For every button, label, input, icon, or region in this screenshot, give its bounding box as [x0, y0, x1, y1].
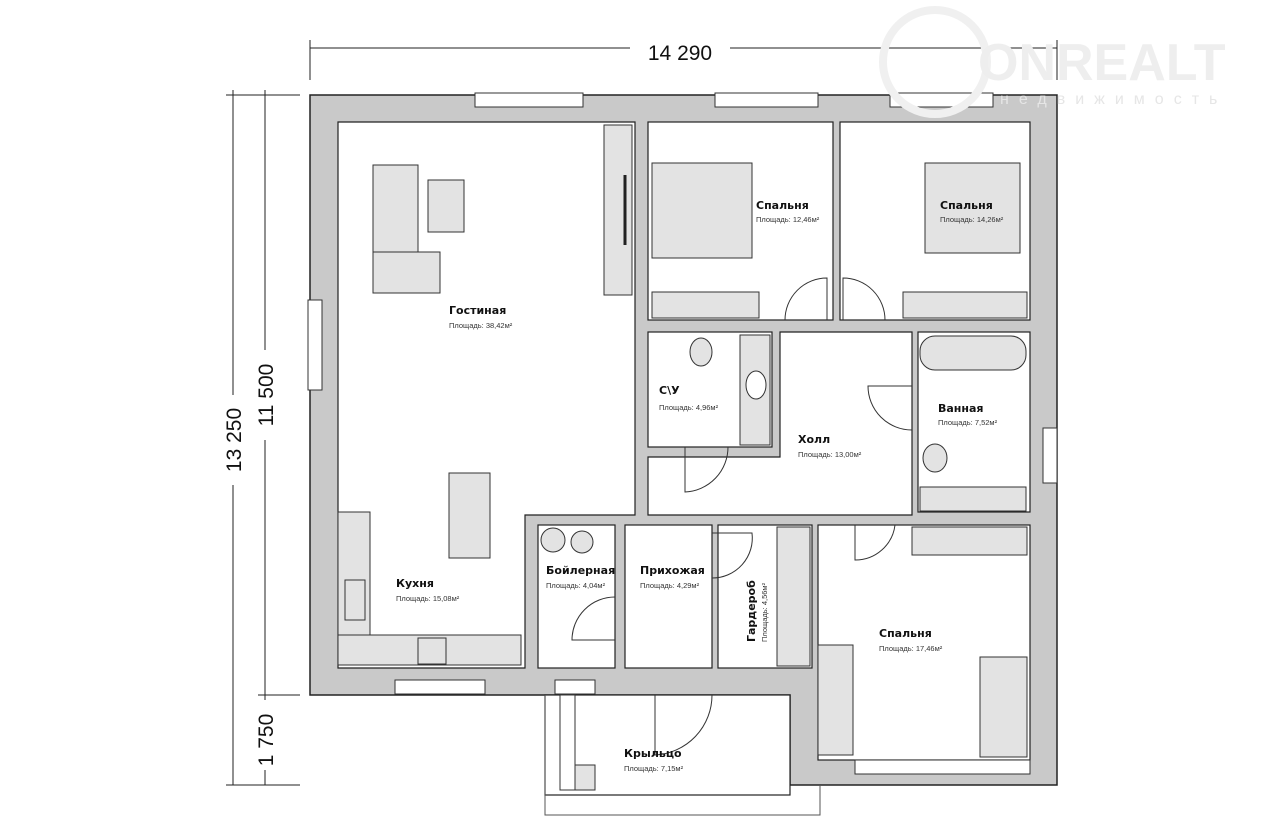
toilet-2 [922, 443, 948, 473]
boiler [540, 527, 566, 553]
svg-text:Площадь: 38,42м²: Площадь: 38,42м² [449, 321, 513, 330]
dining-table [448, 472, 491, 559]
svg-text:Площадь: 13,00м²: Площадь: 13,00м² [798, 450, 862, 459]
toilet-1 [689, 337, 713, 367]
room-label-wc: С\У Площадь: 4,96м² [659, 384, 719, 412]
bed-2 [924, 162, 1021, 254]
svg-text:1 750: 1 750 [255, 714, 278, 767]
svg-text:Прихожая: Прихожая [640, 564, 705, 577]
armchair [427, 179, 465, 233]
svg-text:С\У: С\У [659, 384, 680, 397]
room-entry [624, 524, 713, 669]
svg-text:Бойлерная: Бойлерная [546, 564, 615, 577]
dimension-main-depth: 11 500 1 750 [252, 90, 300, 785]
svg-text:13 250: 13 250 [223, 408, 246, 472]
tv-cabinet [603, 124, 633, 296]
wardrobe-rack [776, 526, 811, 667]
svg-text:Ванная: Ванная [938, 402, 984, 415]
furniture [337, 124, 1028, 758]
room-hall [647, 331, 913, 516]
svg-text:Площадь: 4,96м²: Площадь: 4,96м² [659, 403, 719, 412]
dimension-total-depth: 13 250 [220, 90, 300, 786]
svg-text:Спальня: Спальня [879, 627, 932, 640]
svg-text:Площадь: 12,46м²: Площадь: 12,46м² [756, 215, 820, 224]
svg-text:ONREALT: ONREALT [978, 34, 1226, 92]
bed-1 [651, 162, 753, 259]
svg-text:Гостиная: Гостиная [449, 304, 506, 317]
svg-text:Площадь: 15,08м²: Площадь: 15,08м² [396, 594, 460, 603]
svg-text:Площадь: 17,46м²: Площадь: 17,46м² [879, 644, 943, 653]
watermark-logo: ONREALT недвижимость [879, 6, 1227, 118]
closet-1 [651, 291, 760, 319]
svg-text:Холл: Холл [798, 433, 830, 446]
svg-text:11 500: 11 500 [255, 364, 278, 427]
doors [571, 277, 913, 756]
svg-text:Спальня: Спальня [756, 199, 809, 212]
porch [544, 694, 821, 816]
svg-text:Площадь: 4,56м²: Площадь: 4,56м² [760, 582, 769, 642]
svg-text:Площадь: 7,15м²: Площадь: 7,15м² [624, 764, 684, 773]
svg-text:Площадь: 7,52м²: Площадь: 7,52м² [938, 418, 998, 427]
svg-text:Площадь: 4,04м²: Площадь: 4,04м² [546, 581, 606, 590]
svg-text:Кухня: Кухня [396, 577, 434, 590]
svg-text:недвижимость: недвижимость [1000, 91, 1227, 108]
sink-2 [919, 486, 1027, 512]
svg-text:Площадь: 14,26м²: Площадь: 14,26м² [940, 215, 1004, 224]
svg-text:Гардероб: Гардероб [745, 580, 758, 642]
dimension-width: 14 290 [309, 36, 1058, 80]
closet-3 [911, 526, 1028, 556]
bed-3 [979, 656, 1028, 758]
svg-text:Площадь: 4,29м²: Площадь: 4,29м² [640, 581, 700, 590]
closet-2 [902, 291, 1028, 319]
svg-text:Крыльцо: Крыльцо [624, 747, 682, 760]
desk [817, 644, 854, 756]
svg-text:14 290: 14 290 [648, 42, 712, 65]
svg-text:Спальня: Спальня [940, 199, 993, 212]
bathtub [919, 335, 1027, 371]
